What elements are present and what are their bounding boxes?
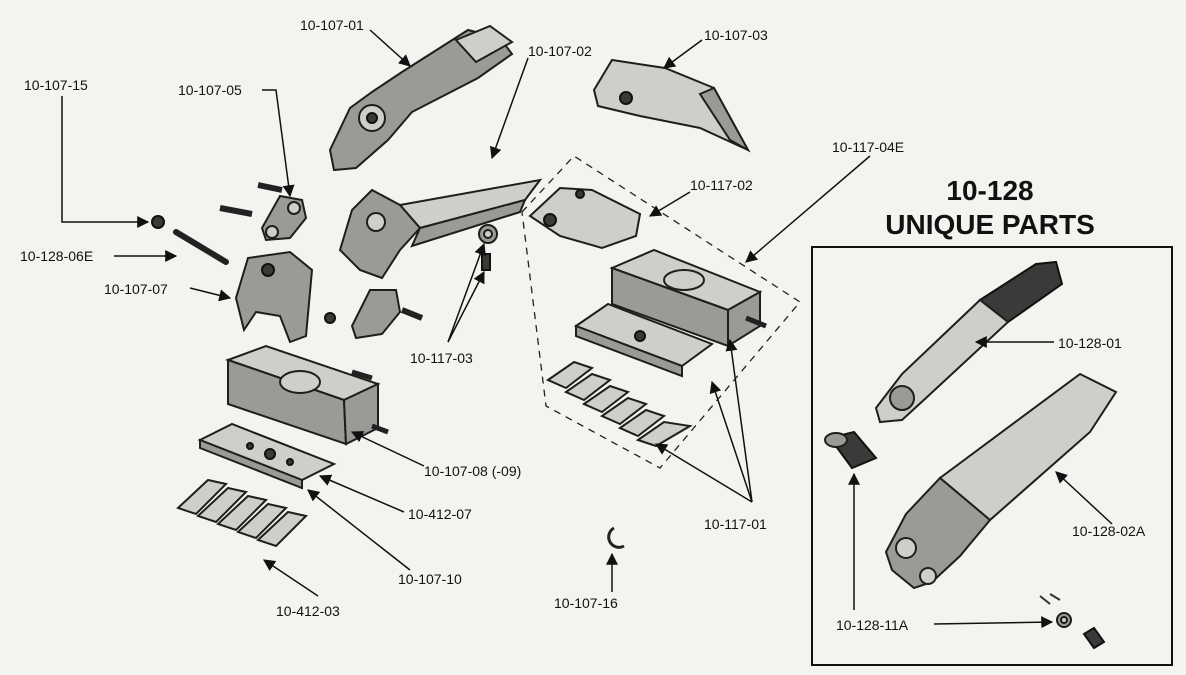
part-10-128-02A-arm [884, 372, 1118, 590]
leader-10-107-02 [490, 57, 529, 160]
part-10-128-01-handle [874, 260, 1064, 424]
leader-10-117-01-a [709, 380, 753, 503]
part-10-117-04E-jaw-block [609, 248, 767, 348]
part-10-107-07-block [234, 250, 336, 344]
part-link-lower [350, 289, 424, 340]
callout-10-117-03: 10-117-03 [410, 350, 473, 366]
part-10-412-07-plate [197, 422, 337, 490]
callout-10-107-16: 10-107-16 [554, 595, 618, 611]
callout-10-128-02A: 10-128-02A [1072, 523, 1146, 539]
part-10-117-01-pads [545, 360, 693, 448]
leader-10-117-02 [648, 191, 691, 217]
leader-10-117-01-b [725, 338, 753, 503]
part-10-107-16-clip [607, 526, 625, 549]
leader-10-107-07 [189, 287, 232, 302]
leader-10-107-05 [262, 89, 295, 198]
part-10-107-08-jaw-block [225, 344, 389, 446]
part-10-107-15-ball [151, 215, 165, 229]
part-inset-washer-screw [1039, 593, 1106, 650]
leader-10-107-10 [307, 489, 411, 571]
leader-10-117-03-b [447, 270, 485, 343]
callout-10-128-06E: 10-128-06E [20, 248, 93, 264]
leader-10-128-02A [1055, 471, 1113, 525]
leader-10-107-01 [369, 29, 411, 67]
callout-10-107-08: 10-107-08 (-09) [424, 463, 521, 479]
part-10-128-06E-pin [173, 229, 229, 265]
part-10-107-01-arm [328, 24, 514, 172]
inset-title-line2: UNIQUE PARTS [885, 209, 1095, 240]
leader-10-107-15 [61, 96, 150, 228]
leader-10-412-07 [318, 474, 405, 513]
callout-10-107-01: 10-107-01 [300, 17, 364, 33]
callout-10-107-05: 10-107-05 [178, 82, 242, 98]
part-10-107-03-plate [592, 58, 751, 153]
leader-10-107-08 [350, 431, 425, 467]
leader-10-412-03 [263, 559, 319, 597]
callout-10-107-10: 10-107-10 [398, 571, 462, 587]
leader-10-128-11A-b [933, 616, 1054, 629]
part-10-117-03-nut-screw [478, 224, 498, 271]
callout-10-128-01: 10-128-01 [1058, 335, 1122, 351]
callout-10-117-02: 10-117-02 [690, 177, 753, 193]
inset-frame [811, 246, 1173, 666]
callout-10-107-03: 10-107-03 [704, 27, 768, 43]
inset-title-line1: 10-128 [946, 175, 1033, 206]
part-10-412-03-pads [176, 478, 308, 548]
part-10-107-02-arm [338, 178, 543, 280]
part-10-117-plate [573, 302, 715, 378]
callout-10-107-02: 10-107-02 [528, 43, 592, 59]
part-10-117-02-bracket [528, 186, 642, 250]
callout-10-107-15: 10-107-15 [24, 77, 88, 93]
callout-10-412-07: 10-412-07 [408, 506, 472, 522]
callout-10-117-04E: 10-117-04E [832, 139, 904, 155]
leader-10-117-01-c [654, 443, 753, 503]
callout-10-128-11A: 10-128-11A [836, 617, 909, 633]
leader-10-117-04E [745, 155, 871, 263]
part-10-107-05-link [219, 182, 308, 242]
leader-10-117-03-a [447, 242, 486, 343]
part-10-128-11A-bushing [824, 430, 878, 470]
leader-10-107-03 [663, 39, 703, 69]
callout-10-412-03: 10-412-03 [276, 603, 340, 619]
callout-10-107-07: 10-107-07 [104, 281, 168, 297]
callout-10-117-01: 10-117-01 [704, 516, 767, 532]
